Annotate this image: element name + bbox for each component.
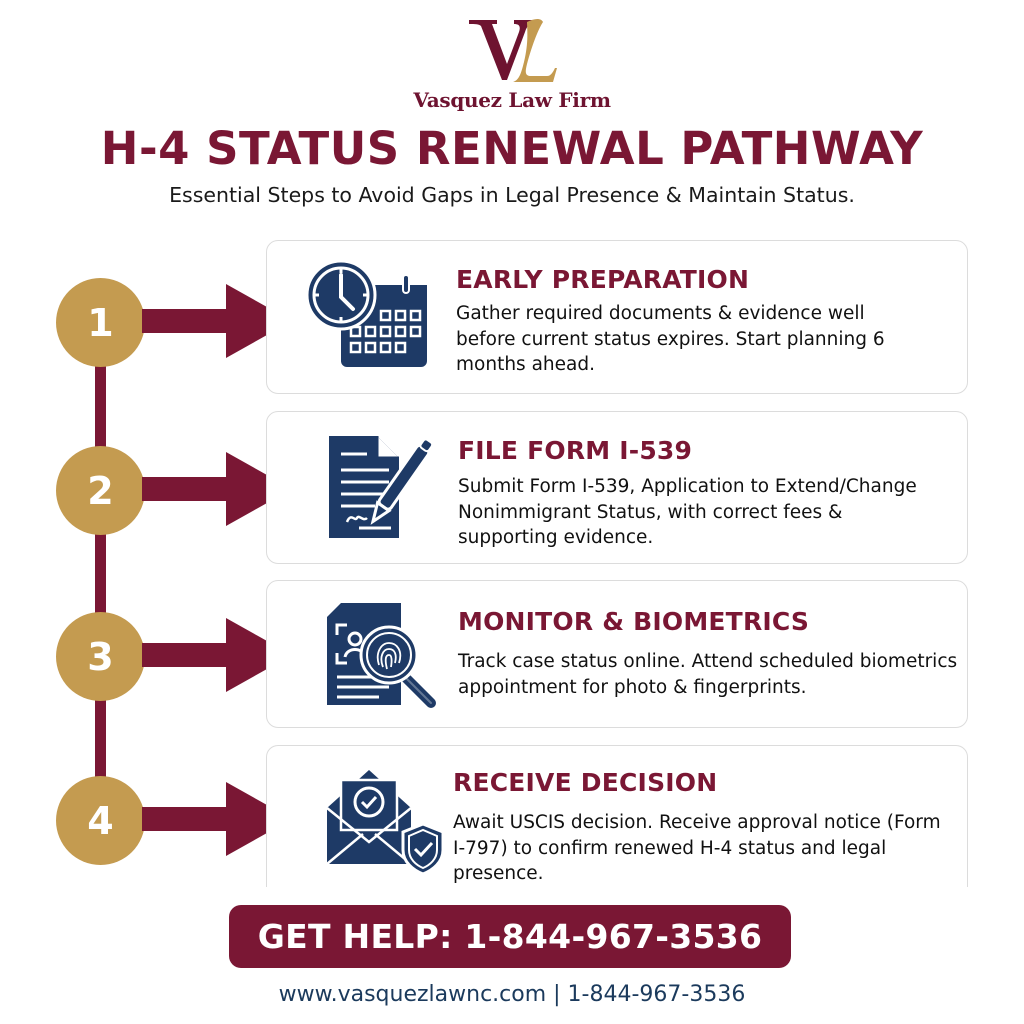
step-title: FILE FORM I-539 <box>458 436 693 465</box>
step-description: Submit Form I-539, Application to Extend… <box>458 476 917 548</box>
arrow-right-icon <box>142 618 292 692</box>
step-number: 3 <box>87 634 114 679</box>
arrow-right-icon <box>142 284 292 358</box>
page-subtitle: Essential Steps to Avoid Gaps in Legal P… <box>169 183 855 207</box>
step-description: Track case status online. Attend schedul… <box>458 651 958 698</box>
step-card-receive-decision: RECEIVE DECISION Await USCIS decision. R… <box>266 745 968 887</box>
step-number: 4 <box>87 798 114 843</box>
envelope-shield-check-icon <box>326 770 445 876</box>
fingerprint-search-icon <box>327 603 436 708</box>
step-description: Gather required documents & evidence wel… <box>456 303 885 375</box>
footer-contact[interactable]: www.vasquezlawnc.com | 1-844-967-3536 <box>278 982 746 1007</box>
step-title: RECEIVE DECISION <box>453 768 718 797</box>
step-card-early-preparation: EARLY PREPARATION Gather required docume… <box>266 240 968 394</box>
logo: Vasquez Law Firm <box>0 14 1024 112</box>
document-signature-icon <box>329 436 434 538</box>
step-card-monitor-biometrics: MONITOR & BIOMETRICS Track case status o… <box>266 580 968 728</box>
get-help-button[interactable]: GET HELP: 1-844-967-3536 <box>229 905 791 968</box>
clock-calendar-icon <box>305 259 427 367</box>
arrow-right-icon <box>142 452 292 526</box>
step-4-badge: 4 <box>56 776 145 865</box>
vl-monogram-icon <box>469 19 557 82</box>
step-number: 1 <box>87 300 114 345</box>
step-1-badge: 1 <box>56 278 145 367</box>
step-card-file-form: FILE FORM I-539 Submit Form I-539, Appli… <box>266 411 968 564</box>
firm-name: Vasquez Law Firm <box>413 88 611 112</box>
page-title: H-4 STATUS RENEWAL PATHWAY <box>100 122 924 175</box>
step-2-badge: 2 <box>56 446 145 535</box>
step-3-badge: 3 <box>56 612 145 701</box>
step-number: 2 <box>87 468 114 513</box>
step-description: Await USCIS decision. Receive approval n… <box>453 812 941 884</box>
step-title: EARLY PREPARATION <box>456 265 750 294</box>
timeline-connector <box>95 330 106 800</box>
arrow-right-icon <box>142 782 292 856</box>
step-title: MONITOR & BIOMETRICS <box>458 607 810 636</box>
